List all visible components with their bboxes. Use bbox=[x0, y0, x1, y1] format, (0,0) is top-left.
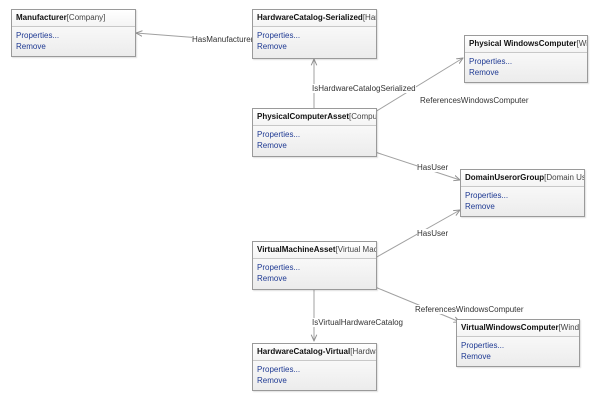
node-header: VirtualMachineAsset[Virtual Mach bbox=[253, 242, 376, 259]
node-physical-computer-asset[interactable]: PhysicalComputerAsset[Computer Propertie… bbox=[252, 108, 377, 157]
node-header: Physical WindowsComputer[Wind bbox=[465, 36, 587, 53]
node-header: Manufacturer[Company] bbox=[12, 10, 135, 27]
properties-link[interactable]: Properties... bbox=[257, 130, 301, 139]
properties-link[interactable]: Properties... bbox=[257, 263, 301, 272]
properties-link[interactable]: Properties... bbox=[257, 31, 301, 40]
node-manufacturer[interactable]: Manufacturer[Company] Properties... Remo… bbox=[11, 9, 136, 57]
remove-link[interactable]: Remove bbox=[257, 42, 287, 51]
edge-label-is-virtual-hardware-catalog: IsVirtualHardwareCatalog bbox=[312, 318, 404, 327]
node-name: DomainUserorGroup bbox=[465, 173, 545, 182]
node-name: HardwareCatalog-Serialized bbox=[257, 13, 363, 22]
node-type: [Domain User bbox=[544, 173, 584, 182]
node-virtual-windows-computer[interactable]: VirtualWindowsComputer[Windo Properties.… bbox=[456, 319, 580, 367]
properties-link[interactable]: Properties... bbox=[469, 57, 513, 66]
node-header: DomainUserorGroup[Domain User bbox=[461, 170, 584, 187]
node-name: HardwareCatalog-Virtual bbox=[257, 347, 351, 356]
node-physical-windows-computer[interactable]: Physical WindowsComputer[Wind Properties… bbox=[464, 35, 588, 83]
node-hardware-catalog-virtual[interactable]: HardwareCatalog-Virtual[Hardwa Propertie… bbox=[252, 343, 377, 391]
edge-label-has-manufacturer: HasManufacturer bbox=[192, 35, 254, 44]
edge-label-references-windows-computer-1: ReferencesWindowsComputer bbox=[420, 96, 529, 105]
node-type: [Wind bbox=[576, 39, 588, 48]
properties-link[interactable]: Properties... bbox=[257, 365, 301, 374]
node-type: [Windo bbox=[558, 323, 579, 332]
node-type: [Hardwa bbox=[350, 347, 376, 356]
edge-label-references-windows-computer-2: ReferencesWindowsComputer bbox=[415, 305, 524, 314]
properties-link[interactable]: Properties... bbox=[465, 191, 509, 200]
edge-label-has-user-1: HasUser bbox=[417, 163, 449, 172]
edge-label-is-hardware-catalog-serialized: IsHardwareCatalogSerialized bbox=[312, 84, 416, 93]
remove-link[interactable]: Remove bbox=[257, 376, 287, 385]
node-name: Manufacturer bbox=[16, 13, 67, 22]
remove-link[interactable]: Remove bbox=[257, 141, 287, 150]
properties-link[interactable]: Properties... bbox=[16, 31, 60, 40]
node-header: HardwareCatalog-Virtual[Hardwa bbox=[253, 344, 376, 361]
node-type: [Virtual Mach bbox=[335, 245, 376, 254]
node-header: VirtualWindowsComputer[Windo bbox=[457, 320, 579, 337]
node-header: PhysicalComputerAsset[Computer bbox=[253, 109, 376, 126]
node-name: VirtualWindowsComputer bbox=[461, 323, 559, 332]
node-virtual-machine-asset[interactable]: VirtualMachineAsset[Virtual Mach Propert… bbox=[252, 241, 377, 290]
edge-label-has-user-2: HasUser bbox=[417, 229, 449, 238]
node-hardware-catalog-serialized[interactable]: HardwareCatalog-Serialized[Hard Properti… bbox=[252, 9, 377, 59]
remove-link[interactable]: Remove bbox=[257, 274, 287, 283]
node-header: HardwareCatalog-Serialized[Hard bbox=[253, 10, 376, 27]
node-name: PhysicalComputerAsset bbox=[257, 112, 350, 121]
remove-link[interactable]: Remove bbox=[465, 202, 495, 211]
node-name: Physical WindowsComputer bbox=[469, 39, 577, 48]
remove-link[interactable]: Remove bbox=[461, 352, 491, 361]
remove-link[interactable]: Remove bbox=[16, 42, 46, 51]
node-type: [Hard bbox=[362, 13, 376, 22]
node-domain-user-or-group[interactable]: DomainUserorGroup[Domain User Properties… bbox=[460, 169, 585, 217]
properties-link[interactable]: Properties... bbox=[461, 341, 505, 350]
node-type: [Company] bbox=[66, 13, 106, 22]
node-name: VirtualMachineAsset bbox=[257, 245, 336, 254]
remove-link[interactable]: Remove bbox=[469, 68, 499, 77]
node-type: [Computer bbox=[349, 112, 376, 121]
